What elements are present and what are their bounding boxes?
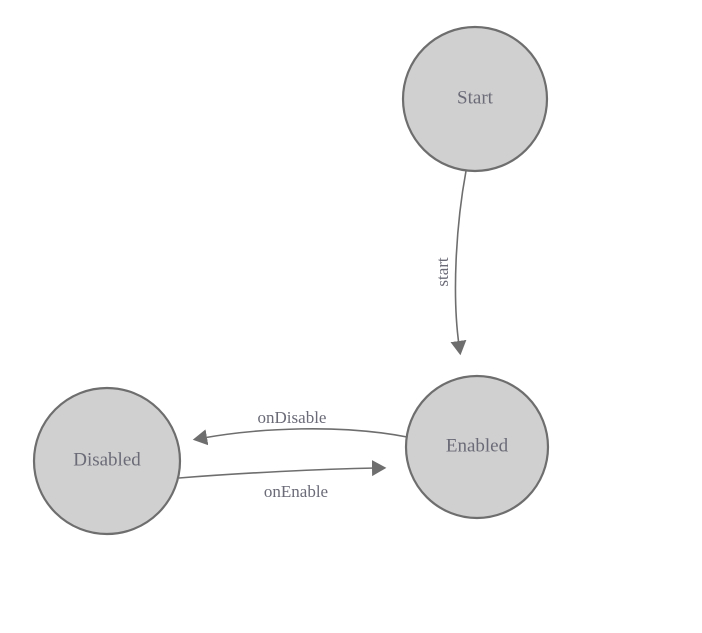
node-disabled[interactable]: Disabled [32,386,182,536]
edge-start-to-enabled[interactable]: start [433,170,467,356]
edge-enabled-to-disabled[interactable]: onDisable [192,408,408,446]
node-start-label: Start [457,87,494,108]
node-enabled[interactable]: Enabled [404,374,550,520]
edge-label-on-enable: onEnable [264,482,328,501]
edge-path-start-to-enabled [450,170,467,356]
edge-path-enabled-to-disabled [192,427,408,446]
edge-path-disabled-to-enabled [178,460,387,479]
node-enabled-circle [404,374,550,520]
node-start[interactable]: Start [401,25,549,173]
edge-label-on-disable: onDisable [258,408,327,427]
edge-label-start: start [433,257,452,287]
node-start-circle [401,25,549,173]
node-enabled-label: Enabled [446,435,509,456]
node-disabled-label: Disabled [73,449,141,470]
node-disabled-circle [32,386,182,536]
edge-disabled-to-enabled[interactable]: onEnable [178,460,387,501]
